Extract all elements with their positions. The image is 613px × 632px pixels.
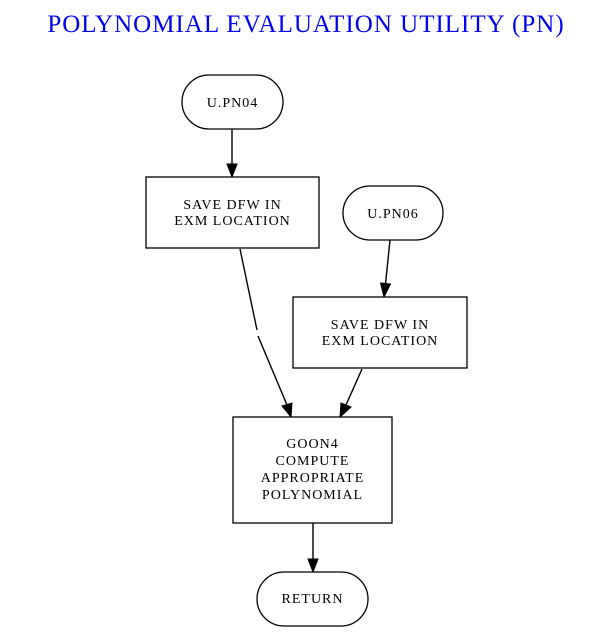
node-return-label: RETURN: [282, 592, 344, 607]
edge-upn04-save1: [226, 129, 238, 179]
edge-save2-goon4: [339, 368, 363, 419]
node-save2-line2: EXM LOCATION: [322, 334, 439, 349]
node-return: RETURN: [256, 571, 369, 627]
edge-upn06-save2: [379, 239, 392, 299]
node-goon4-line3: APPROPRIATE: [261, 471, 365, 486]
node-goon4: GOON4 COMPUTE APPROPRIATE POLYNOMIAL: [232, 416, 393, 524]
node-upn04: U.PN04: [181, 74, 284, 130]
node-upn06: U.PN06: [342, 185, 444, 241]
edge-goon4-return: [307, 523, 319, 574]
node-goon4-line4: POLYNOMIAL: [262, 488, 363, 503]
node-upn04-label: U.PN04: [207, 96, 259, 111]
diagram-title: POLYNOMIAL EVALUATION UTILITY (PN): [47, 11, 564, 38]
node-save2-line1: SAVE DFW IN: [331, 318, 429, 333]
edge-save1-goon4: [239, 248, 293, 419]
node-save1: SAVE DFW IN EXM LOCATION: [145, 176, 320, 249]
node-upn06-label: U.PN06: [367, 207, 419, 222]
node-save1-line1: SAVE DFW IN: [183, 198, 281, 213]
node-save2: SAVE DFW IN EXM LOCATION: [292, 296, 468, 369]
node-goon4-line1: GOON4: [286, 437, 338, 452]
node-goon4-line2: COMPUTE: [276, 454, 350, 469]
node-save1-line2: EXM LOCATION: [174, 214, 291, 229]
